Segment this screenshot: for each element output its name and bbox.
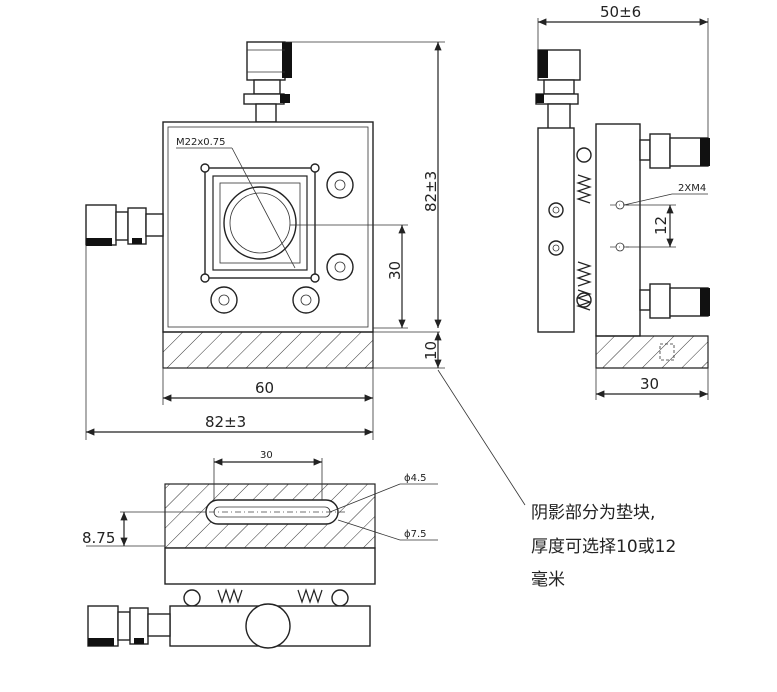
note-leader bbox=[437, 369, 526, 506]
left-knob bbox=[85, 204, 164, 246]
note-line-3: 毫米 bbox=[531, 570, 565, 590]
dim-50-top: 50±6 bbox=[600, 3, 641, 21]
bottom-view: 30 ϕ4.5 ϕ7.5 8.75 bbox=[82, 450, 438, 649]
dim-slot-offset: 8.75 bbox=[82, 529, 115, 547]
note-line-1: 阴影部分为垫块, bbox=[531, 503, 655, 523]
dim-slot-small: ϕ4.5 bbox=[404, 473, 427, 484]
top-knob bbox=[243, 41, 292, 123]
dim-30-side: 30 bbox=[640, 375, 659, 393]
note: 阴影部分为垫块, 厚度可选择10或12 毫米 bbox=[531, 503, 676, 590]
dim-12-spacing: 12 bbox=[652, 216, 670, 235]
side-front-plate bbox=[537, 127, 575, 333]
front-screws bbox=[210, 171, 354, 314]
dim-82-bottom: 82±3 bbox=[205, 413, 246, 431]
dim-30-offset: 30 bbox=[386, 261, 404, 280]
dim-82-vertical: 82±3 bbox=[422, 171, 440, 212]
front-view: M22x0.75 30 82±3 10 60 82±3 bbox=[85, 41, 445, 440]
dim-60-width: 60 bbox=[255, 379, 274, 397]
dim-slot-large: ϕ7.5 bbox=[404, 529, 427, 540]
screw-label: 2XM4 bbox=[678, 183, 706, 194]
side-rear-plate bbox=[595, 123, 641, 337]
dim-10-pad: 10 bbox=[422, 341, 440, 360]
side-view: 50±6 2XM4 12 30 bbox=[535, 3, 710, 400]
note-line-2: 厚度可选择10或12 bbox=[531, 537, 676, 557]
thread-label: M22x0.75 bbox=[176, 137, 226, 148]
front-pad bbox=[162, 331, 374, 369]
lens-mount bbox=[223, 186, 297, 260]
side-pad bbox=[595, 335, 709, 369]
dim-slot-length: 30 bbox=[260, 450, 273, 461]
